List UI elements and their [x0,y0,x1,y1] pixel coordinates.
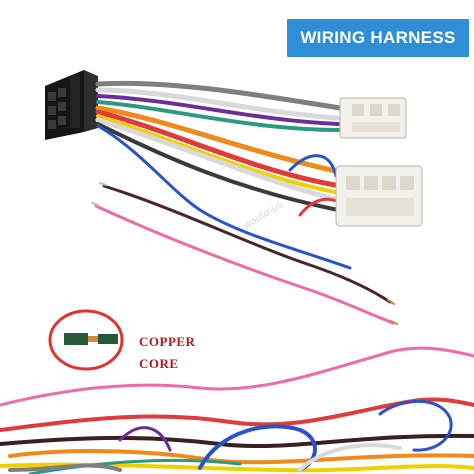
copper-core-callout [48,309,124,371]
copper-label-line2: CORE [139,356,179,371]
title-badge: WIRING HARNESS [287,19,469,57]
wire-bundle [95,80,352,270]
tangled-wires [0,346,474,474]
white-connector-lower [335,165,423,227]
loose-wires [91,182,398,325]
black-connector [45,70,98,140]
white-connector-upper [339,97,407,139]
copper-label-line1: COPPER [139,334,196,349]
copper-core-label: COPPER CORE [139,331,195,375]
